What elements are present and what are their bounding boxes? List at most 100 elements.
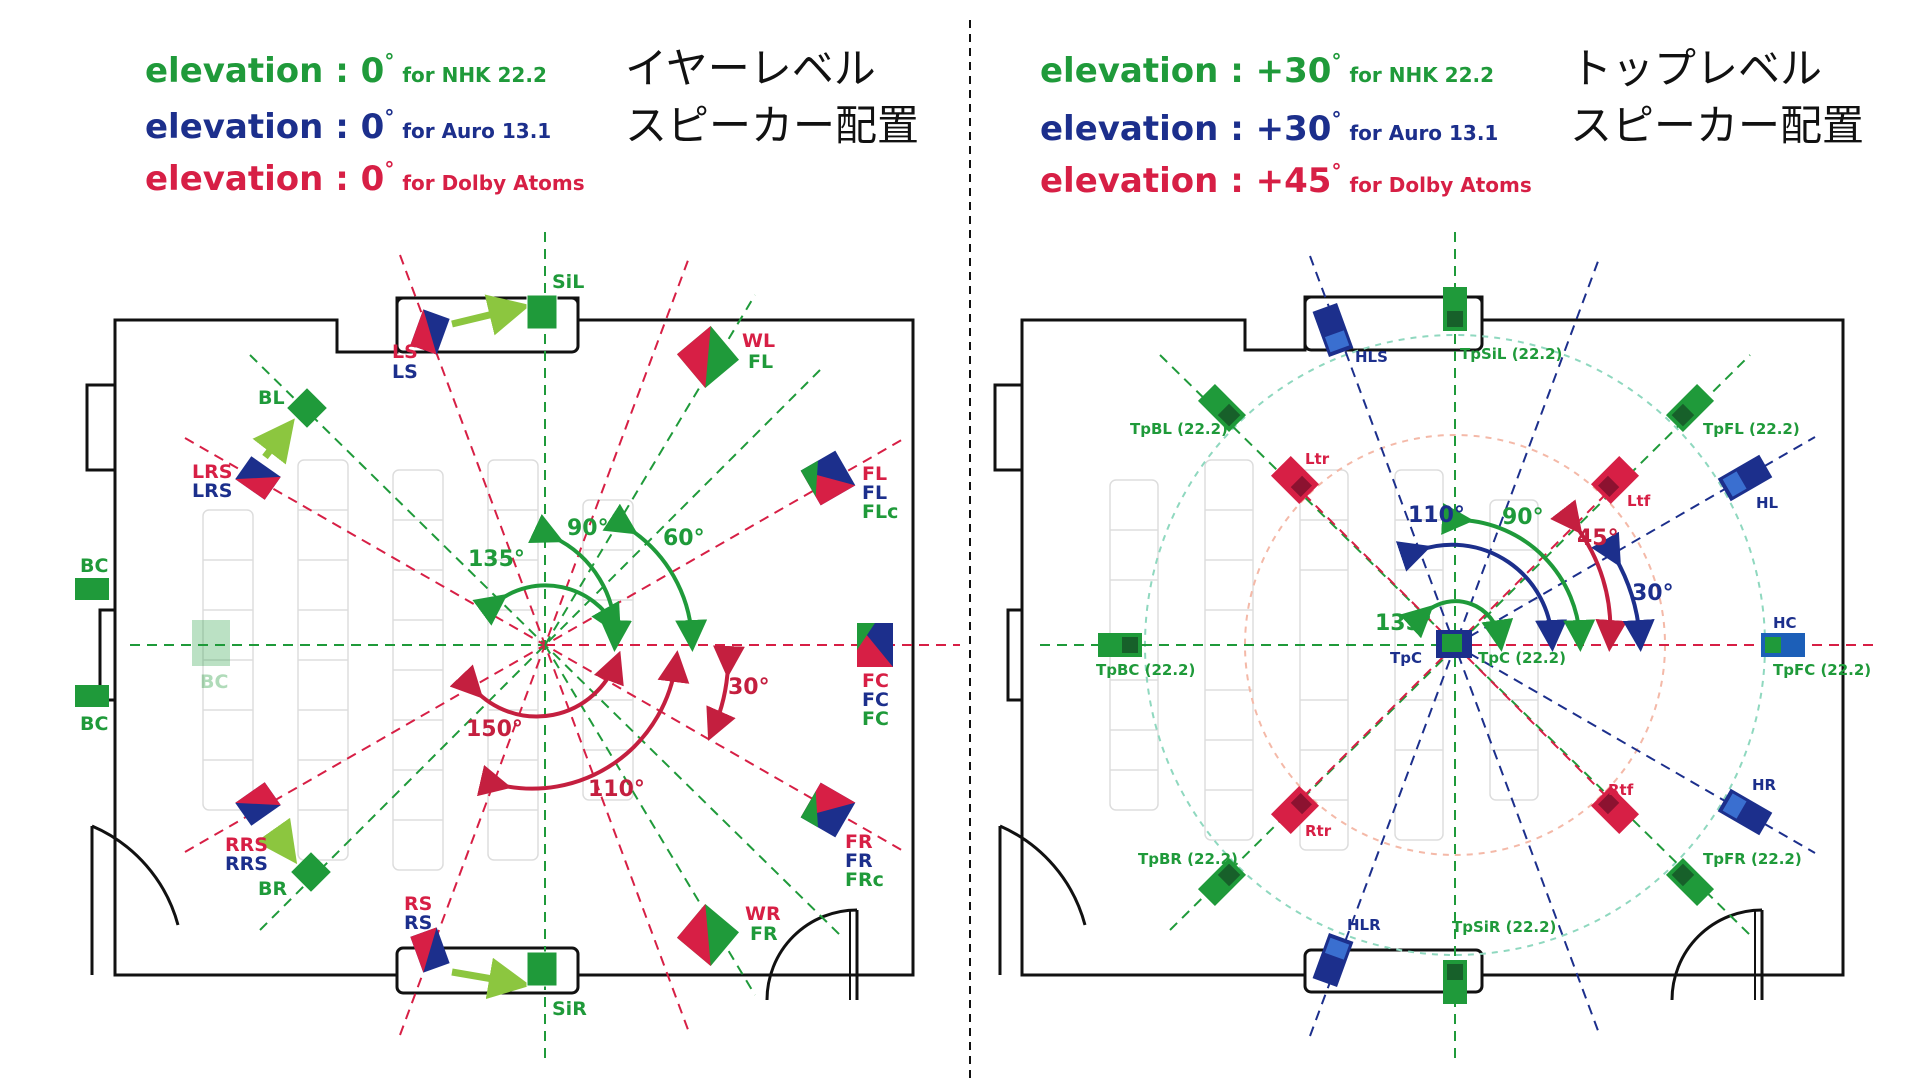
speaker-label: FR: [845, 850, 873, 872]
speaker-rs: [410, 927, 450, 973]
left-legend-prefix: elevation: [145, 107, 323, 147]
speaker-label: Ltr: [1305, 450, 1330, 468]
speaker-tpbr: [1197, 857, 1247, 907]
left-legend-suffix: for Auro 13.1: [402, 119, 551, 143]
svg-text:elevation : 0°for Auro 13.1: elevation : 0°for Auro 13.1: [145, 105, 551, 147]
speaker-bl: [287, 388, 327, 428]
speaker-ltf: [1590, 455, 1640, 505]
speaker-wr: [677, 904, 739, 966]
speaker-label: FC: [862, 708, 889, 730]
right-legend-angle: +30: [1256, 51, 1332, 91]
speaker-label: LRS: [192, 480, 232, 502]
speaker-label: HR: [1752, 776, 1777, 794]
right-bottom-niche: [1303, 948, 1484, 994]
speaker-fr: [800, 782, 856, 838]
svg-text:elevation : +45°for Dolby Atom: elevation : +45°for Dolby Atoms: [1040, 159, 1532, 201]
speaker-label: BC: [80, 713, 108, 735]
speaker-label: TpC (22.2): [1478, 649, 1566, 667]
right-door: [998, 824, 1087, 975]
speaker-label: TpFC (22.2): [1773, 661, 1871, 679]
speaker-fl: [800, 450, 856, 506]
right-angle-labels: 110° 90° 45° 30° 135°: [1375, 503, 1674, 636]
speaker-label: RS: [404, 912, 432, 934]
speaker-wl: [677, 326, 739, 388]
angle-label: 90°: [567, 516, 609, 541]
speaker-lrs: [235, 456, 281, 500]
speaker-label: WR: [745, 903, 781, 925]
speaker-label: HLS: [1355, 348, 1388, 366]
right-legend-angle: +30: [1256, 109, 1332, 149]
speaker-fc: [857, 623, 893, 667]
left-legend-suffix: for Dolby Atoms: [402, 171, 584, 195]
left-speakers: [75, 294, 893, 987]
speaker-bc-ghost: [192, 620, 230, 666]
speaker-label: TpSiR (22.2): [1452, 918, 1556, 936]
right-legend-angle: +45: [1256, 161, 1332, 201]
speaker-label: FLc: [862, 501, 898, 523]
arc-110-auro: [1395, 541, 1568, 652]
arc-135-nhk: [1399, 599, 1514, 652]
speaker-ltr: [1270, 455, 1320, 505]
right-legend-prefix: elevation: [1040, 51, 1218, 91]
left-door: [90, 824, 180, 975]
right-legend-prefix: elevation: [1040, 161, 1218, 201]
left-legend-angle: 0: [361, 159, 385, 199]
speaker-label: BL: [258, 387, 285, 409]
speaker-tpsir: [1443, 960, 1467, 1004]
speaker-tpbc: [1098, 633, 1142, 657]
speaker-label: FC: [862, 689, 889, 711]
speaker-label: WL: [742, 330, 775, 352]
speaker-br: [291, 852, 331, 892]
right-wall-opening: [1006, 608, 1024, 702]
left-speaker-labels: SiL SiR BC BC BC BL BR LS LS RS RS LRS L…: [80, 271, 898, 1020]
arc-30-auro: [1591, 531, 1655, 652]
speaker-label: RS: [404, 893, 432, 915]
right-legend-suffix: for NHK 22.2: [1349, 63, 1494, 87]
arc-60-nhk: [602, 503, 708, 652]
angle-label: 45°: [1577, 526, 1619, 551]
speaker-ls: [410, 309, 450, 355]
right-legend: elevation : +30°for NHK 22.2 elevation :…: [1040, 49, 1532, 201]
speaker-label: Ltf: [1627, 492, 1651, 510]
speaker-label: LRS: [192, 461, 232, 483]
left-legend-suffix: for NHK 22.2: [402, 63, 547, 87]
speaker-label: HLR: [1347, 916, 1381, 934]
speaker-label: TpC: [1390, 649, 1422, 667]
left-axis-lines: [130, 232, 960, 1058]
angle-label: 30°: [1632, 581, 1674, 606]
speaker-bc: [75, 578, 109, 600]
speaker-bc: [75, 685, 109, 707]
left-legend-angle: 0: [361, 107, 385, 147]
speaker-hlr: [1312, 933, 1354, 987]
svg-text:elevation : 0°for NHK 22.2: elevation : 0°for NHK 22.2: [145, 49, 547, 91]
right-angle-arcs: [1395, 499, 1655, 652]
speaker-label: Rtr: [1305, 822, 1332, 840]
right-room-wall: [1020, 295, 1845, 977]
right-speaker-labels: HLS TpSiL (22.2) TpBL (22.2) TpFL (22.2)…: [1096, 345, 1871, 936]
speaker-label: TpBC (22.2): [1096, 661, 1195, 679]
speaker-label: FL: [748, 351, 773, 373]
speaker-label: SiR: [552, 998, 587, 1020]
angle-label: 30°: [728, 675, 770, 700]
speaker-tpfr: [1665, 857, 1715, 907]
left-heading-line1: イヤーレベル: [625, 44, 876, 93]
speaker-rtr: [1270, 785, 1320, 835]
arc-30-dolby: [706, 645, 745, 741]
left-heading-line2: スピーカー配置: [625, 101, 919, 150]
angle-label: 110°: [1408, 503, 1465, 528]
right-wall-panel: [993, 383, 1024, 472]
speaker-label: FRc: [845, 869, 884, 891]
speaker-label: SiL: [552, 271, 584, 293]
left-legend: elevation : 0°for NHK 22.2 elevation : 0…: [145, 49, 585, 199]
speaker-sir: [526, 951, 558, 987]
speaker-tpc-nhk: [1442, 634, 1462, 652]
svg-text:elevation : 0°for Dolby Atoms: elevation : 0°for Dolby Atoms: [145, 157, 585, 199]
left-angle-arcs: [449, 503, 745, 797]
speaker-hr: [1717, 788, 1773, 836]
right-legend-suffix: for Auro 13.1: [1349, 121, 1498, 145]
speaker-hl: [1717, 454, 1773, 502]
speaker-label: BC: [80, 555, 108, 577]
left-move-arrows: [252, 294, 531, 1000]
speaker-label: FL: [862, 482, 887, 504]
